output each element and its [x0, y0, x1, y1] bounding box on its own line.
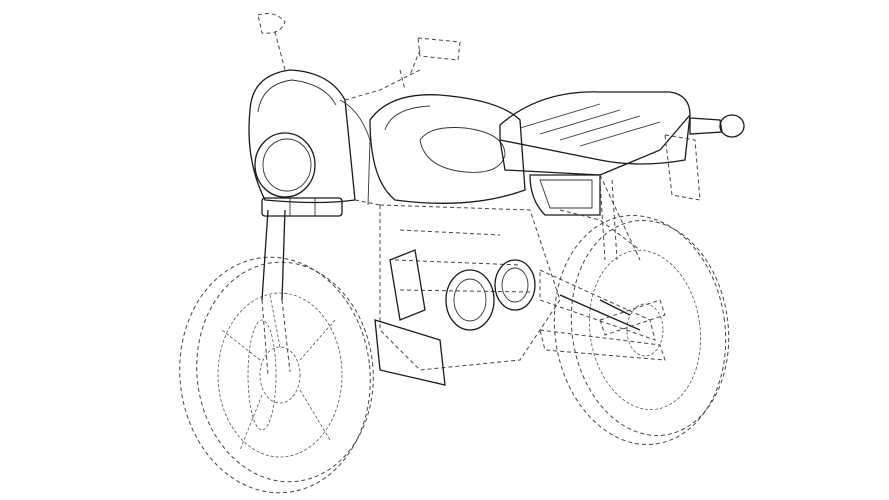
tail-light: [689, 114, 745, 138]
brake-disc: [247, 319, 277, 431]
rear-shock: [599, 179, 618, 261]
belly-pan: [374, 319, 446, 386]
front-wheel: [179, 256, 374, 494]
engine-cover-front: [445, 269, 495, 331]
engine: [374, 204, 561, 386]
side-panel: [529, 174, 601, 216]
front-fork: [261, 209, 291, 376]
mirror-right: [399, 37, 461, 91]
headlight: [254, 132, 316, 198]
radiator-side: [389, 249, 426, 321]
frame: [344, 69, 641, 261]
seat: [499, 91, 691, 176]
swingarm: [539, 269, 666, 341]
tank-panel: [419, 127, 506, 173]
license-plate-bracket: [664, 134, 701, 201]
fuel-tank: [369, 94, 526, 204]
fork-clamp: [261, 197, 343, 217]
exhaust: [539, 329, 666, 361]
engine-cover-rear: [494, 259, 536, 311]
headlight-fairing: [248, 69, 371, 217]
mirror-left: [257, 13, 286, 71]
rear-wheel: [553, 215, 730, 445]
